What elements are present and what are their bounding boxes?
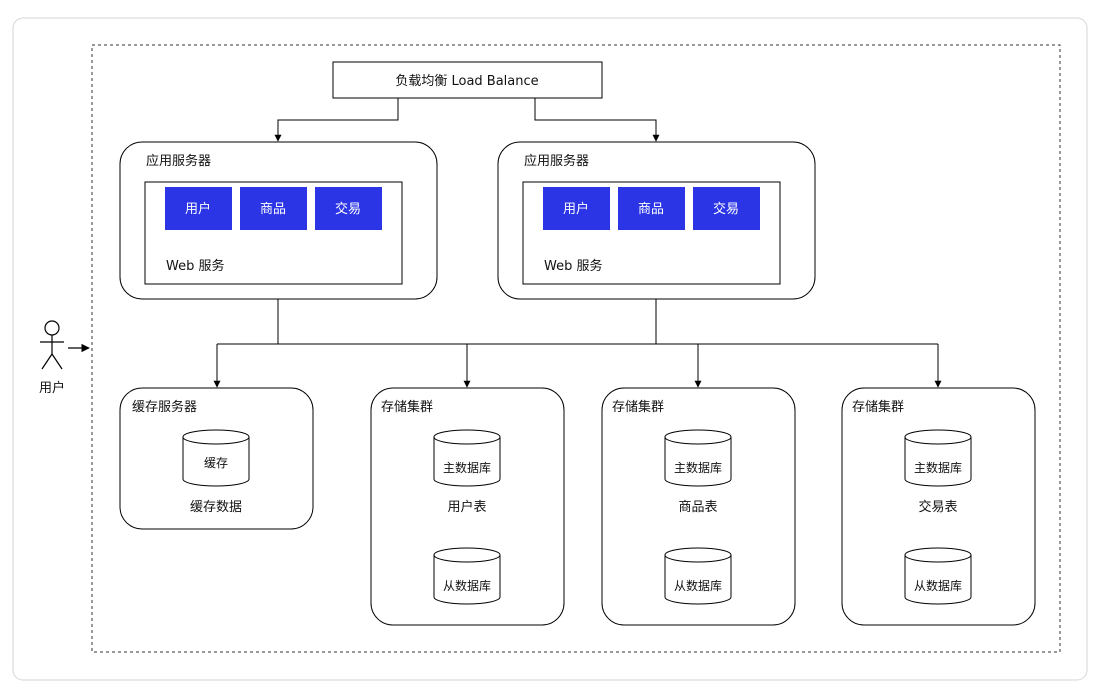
cache-db-label: 缓存: [204, 456, 228, 470]
module-trade: [693, 187, 760, 230]
storage-cluster-title: 存储集群: [381, 399, 433, 415]
slave-db-label: 从数据库: [914, 578, 962, 593]
table-label: 用户表: [447, 499, 486, 515]
web-service-label: Web 服务: [166, 258, 224, 274]
master-db-label: 主数据库: [914, 460, 962, 475]
table-label: 交易表: [918, 499, 957, 515]
app-server-title: 应用服务器: [524, 153, 589, 169]
cache-server: 缓存服务器 缓存 缓存数据: [119, 387, 314, 530]
module-user: [543, 187, 610, 230]
storage-cluster-1: 存储集群 主数据库 用户表 从数据库: [370, 387, 565, 626]
module-user: [165, 187, 232, 230]
app-server-2: 应用服务器 用户 商品 交易 Web 服务: [497, 141, 816, 300]
master-db-label: 主数据库: [674, 460, 722, 475]
cache-db-cylinder-icon: [182, 429, 250, 487]
slave-db-label: 从数据库: [674, 578, 722, 593]
slave-db-cylinder-icon: [433, 547, 501, 605]
cache-caption: 缓存数据: [190, 500, 242, 515]
load-balancer-label: 负载均衡 Load Balance: [395, 74, 538, 89]
master-db-cylinder-icon: [664, 429, 732, 487]
person-icon: [40, 320, 64, 370]
storage-cluster-title: 存储集群: [852, 399, 904, 415]
module-product: [240, 187, 307, 230]
module-product-label: 商品: [260, 202, 286, 217]
module-user-label: 用户: [563, 201, 589, 217]
lb-connectors: [274, 98, 660, 142]
slave-db-cylinder-icon: [904, 547, 972, 605]
backend-connectors: [213, 299, 942, 388]
module-trade-label: 交易: [335, 201, 361, 217]
module-trade-label: 交易: [713, 201, 739, 217]
module-product-label: 商品: [638, 202, 664, 217]
system-boundary: [91, 44, 1061, 653]
user-actor: [40, 320, 90, 370]
module-product: [618, 187, 685, 230]
user-label: 用户: [39, 380, 65, 396]
storage-cluster-3: 存储集群 主数据库 交易表 从数据库: [841, 387, 1036, 626]
app-server-title: 应用服务器: [146, 153, 211, 169]
master-db-cylinder-icon: [433, 429, 501, 487]
storage-cluster-2: 存储集群 主数据库 商品表 从数据库: [601, 387, 796, 626]
table-label: 商品表: [678, 500, 717, 515]
slave-db-cylinder-icon: [664, 547, 732, 605]
load-balancer: 负载均衡 Load Balance: [332, 61, 603, 99]
module-trade: [315, 187, 382, 230]
app-server-1: 应用服务器 用户 商品 交易 Web 服务: [119, 141, 438, 300]
web-service-label: Web 服务: [544, 258, 602, 274]
master-db-cylinder-icon: [904, 429, 972, 487]
cache-server-title: 缓存服务器: [132, 399, 197, 415]
master-db-label: 主数据库: [443, 460, 491, 475]
module-user-label: 用户: [185, 201, 211, 217]
slave-db-label: 从数据库: [443, 578, 491, 593]
storage-cluster-title: 存储集群: [612, 399, 664, 415]
